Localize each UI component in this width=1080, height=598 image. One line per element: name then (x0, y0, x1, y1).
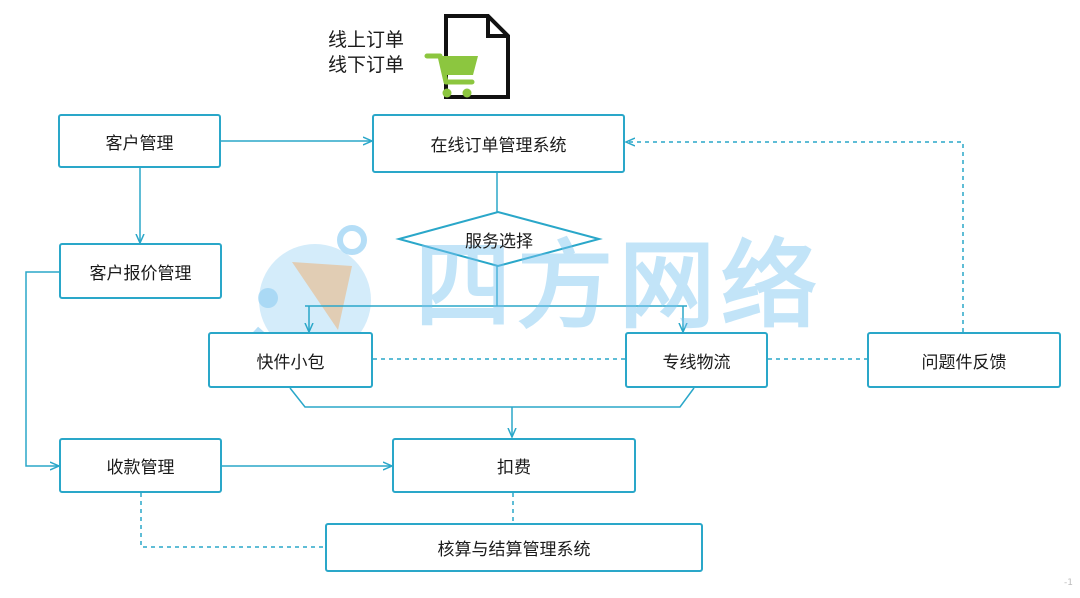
node-online-order-system[interactable]: 在线订单管理系统 (372, 114, 625, 173)
node-service-selection[interactable]: 服务选择 (465, 231, 533, 252)
corner-mark: -1 (1064, 578, 1073, 588)
node-customer-mgmt[interactable]: 客户管理 (58, 114, 221, 168)
node-customer-quote-mgmt[interactable]: 客户报价管理 (59, 243, 222, 299)
node-dedicated-logistics[interactable]: 专线物流 (625, 332, 768, 388)
node-issue-feedback[interactable]: 问题件反馈 (867, 332, 1061, 388)
edge-merge-to-deduction (289, 387, 695, 408)
shopping-cart-icon (424, 53, 478, 98)
node-deduction[interactable]: 扣费 (392, 438, 636, 493)
node-settlement-system[interactable]: 核算与结算管理系统 (325, 523, 703, 572)
watermark-text: 四方网络 (415, 230, 823, 342)
legend-offline-order: 线下订单 (328, 54, 405, 76)
order-legend: 线上订单 线下订单 (328, 28, 404, 78)
edge-quote-to-payment (25, 271, 59, 466)
service-selection-diamond (395, 210, 603, 268)
node-payment-mgmt[interactable]: 收款管理 (59, 438, 222, 493)
edge-payment-to-settlement (140, 493, 325, 548)
node-express-parcel[interactable]: 快件小包 (208, 332, 373, 388)
legend-online-order: 线上订单 (328, 29, 405, 51)
